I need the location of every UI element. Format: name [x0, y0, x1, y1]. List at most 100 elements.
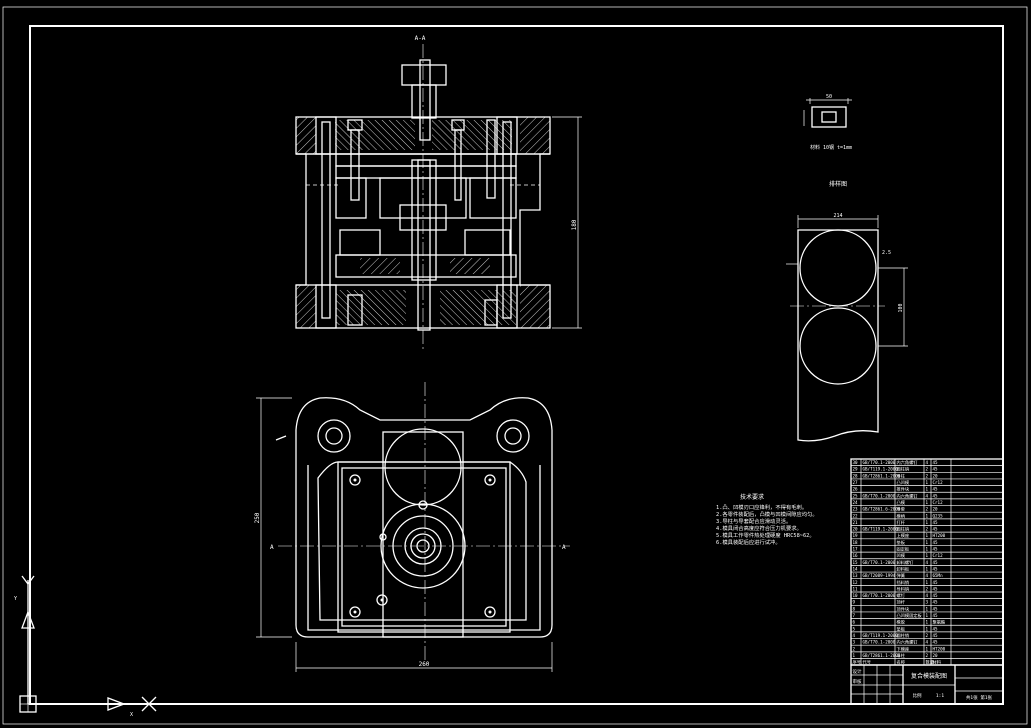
bom-cell: 45 [933, 467, 939, 472]
bom-cell: 18 [853, 540, 859, 545]
bom-cell: 12 [853, 580, 859, 585]
bom-cell: 2 [926, 527, 929, 532]
technical-notes[interactable]: 技术要求 1.凸、凹模刃口应锋利，不得有毛刺。 2.各零件装配后，凸模与凹模间隙… [716, 493, 818, 546]
bom-cell: 推件块 [897, 486, 910, 493]
title-designer-label: 设计 [853, 668, 862, 675]
bom-cell: 1 [926, 646, 929, 651]
plan-view[interactable]: 260 250 A A [254, 382, 570, 672]
title-checker-label: 审核 [853, 678, 862, 685]
title-scale: 1:1 [936, 693, 944, 699]
bom-cell: 45 [933, 520, 939, 525]
bom-cell: 15 [853, 560, 859, 565]
bom-cell: 模柄 [897, 512, 905, 519]
bom-cell: 1 [853, 653, 856, 658]
section-mark-right: A [562, 544, 566, 551]
strip-width-dim: 214 [833, 213, 842, 219]
bom-cell: 20 [933, 473, 939, 478]
bom-cell: 22 [853, 513, 859, 518]
bom-cell: HT200 [933, 533, 946, 538]
bom-cell: 导套 [897, 506, 906, 513]
bom-cell: GB/T70.1-2000 [863, 640, 896, 645]
part-drawing[interactable]: 50 材料 10钢 t=1mm [803, 94, 852, 151]
bom-cell: 1 [926, 513, 929, 518]
ucs-x-label: X [130, 712, 133, 718]
bom-cell: 名称 [897, 659, 905, 666]
bom-cell: 7 [853, 613, 856, 618]
bom-cell: 卸料板 [897, 565, 910, 572]
note-line: 4.模具闭合高度应符合压力机要求。 [716, 524, 802, 532]
bom-cell: 1 [926, 487, 929, 492]
bom-cell: 1 [926, 553, 929, 558]
bom-cell: Cr12 [933, 500, 944, 505]
note-line: 5.模具工作零件热处理硬度 HRC58~62。 [716, 531, 815, 539]
bom-cell: 导柱 [897, 652, 906, 659]
bom-cell: GB/T70.1-2000 [863, 593, 896, 598]
bom-cell: 45 [933, 566, 939, 571]
bom-cell: 代号 [863, 659, 871, 666]
bom-cell: 1 [926, 566, 929, 571]
bom-cell: GB/T119.1-2000 [863, 527, 899, 532]
bom-cell: 29 [853, 467, 859, 472]
bom-cell: 1 [926, 606, 929, 611]
section-view-aa[interactable]: A-A [295, 35, 582, 350]
bom-cell: 45 [933, 600, 939, 605]
bom-cell: 20 [933, 507, 939, 512]
bom-cell: 45 [933, 613, 939, 618]
strip-layout[interactable]: 排样图 214 100 2.5 [786, 180, 908, 442]
bom-cell: GB/T70.1-2000 [863, 460, 896, 465]
bom-cell: 3 [853, 640, 856, 645]
bom-cell: 25 [853, 493, 859, 498]
title-scale-label: 比例 [913, 692, 922, 699]
bom-cell: GB/T2861.1-2008 [863, 653, 901, 658]
bom-cell: 垫板 [897, 539, 906, 546]
note-line: 1.凸、凹模刃口应锋利，不得有毛刺。 [716, 503, 807, 511]
bom-cell: 45 [933, 540, 939, 545]
bom-cell: 聚氨酯 [933, 619, 946, 626]
bom-cell: 26 [853, 487, 859, 492]
bom-cell: GB/T70.1-2000 [863, 493, 896, 498]
bom-cell: 23 [853, 507, 859, 512]
bom-cell: 45 [933, 586, 939, 591]
bom-cell: 21 [853, 520, 859, 525]
section-height-dim: 180 [571, 219, 578, 230]
bom-cell: GB/T119.1-2000 [863, 633, 899, 638]
inner-drawing-frame [29, 25, 1004, 705]
title-drawing-name: 复合模装配图 [911, 672, 947, 680]
bom-cell: 1 [926, 547, 929, 552]
bom-cell: 8 [853, 606, 856, 611]
bom-cell: GB/T119.1-2000 [863, 467, 899, 472]
bom-cell: 4 [926, 460, 929, 465]
bom-cell: 下模座 [897, 645, 910, 652]
plan-height-dim: 250 [254, 512, 261, 523]
bom-cell: 固定板 [897, 546, 910, 553]
bom-cell: 凸模 [897, 499, 906, 506]
bom-cell: 圆柱销 [897, 526, 910, 533]
bom-cell: 30 [853, 460, 859, 465]
bom-cell: 45 [933, 527, 939, 532]
bom-cell: 导柱 [897, 472, 906, 479]
bom-cell: 45 [933, 593, 939, 598]
bom-cell: 45 [933, 580, 939, 585]
bom-cell: Cr12 [933, 553, 944, 558]
bom-cell: 45 [933, 487, 939, 492]
bom-cell: 9 [853, 600, 856, 605]
ucs-y-label: Y [14, 596, 17, 602]
bom-cell: GB/T2089-1994 [863, 573, 896, 578]
bom-cell: 65Mn [933, 573, 944, 578]
bom-cell: 16 [853, 553, 859, 558]
title-sheet: 共1张 第1张 [966, 694, 993, 701]
title-block[interactable]: 复合模装配图 设计 审核 比例 1:1 共1张 第1张 [850, 664, 1004, 705]
